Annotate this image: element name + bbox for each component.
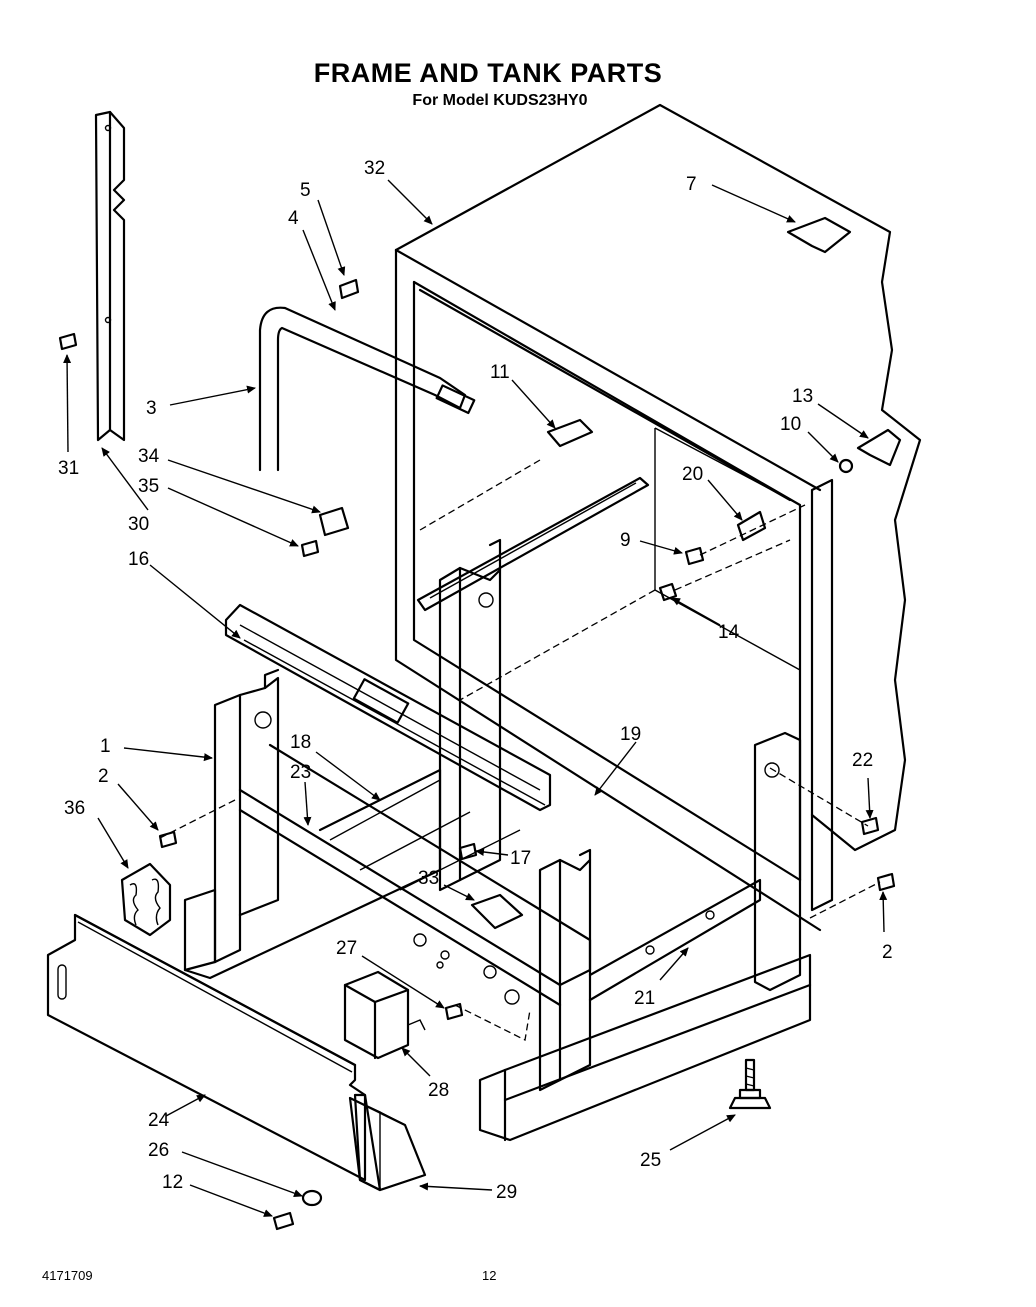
callout-30: 30 [128,514,149,535]
callout-3: 3 [146,398,157,419]
callout-18: 18 [290,732,311,753]
callout-10: 10 [780,414,801,435]
callout-22: 22 [852,750,873,771]
callout-16: 16 [128,549,149,570]
callout-2-right: 2 [882,942,893,963]
callout-28: 28 [428,1080,449,1101]
screw-31 [58,332,78,351]
tank [394,103,922,932]
side-strip [94,110,126,442]
bolt-9 [684,546,705,566]
callout-1: 1 [100,736,111,757]
callout-35: 35 [138,476,159,497]
screw-27 [444,1002,464,1021]
screw-17 [458,842,478,861]
callout-36: 36 [64,798,85,819]
top-rail [224,603,552,812]
screw-35 [300,539,320,558]
callout-11: 11 [490,362,510,383]
callout-25: 25 [640,1150,661,1171]
insulation-block-29 [348,1096,427,1192]
document-number: 4171709 [42,1268,93,1283]
base-frame [159,668,881,1142]
screw-5 [338,278,360,300]
callout-20: 20 [682,464,703,485]
callout-23: 23 [290,762,311,783]
callout-33: 33 [418,868,439,889]
callout-4: 4 [288,208,299,229]
door-seal-tube [258,306,467,472]
bracket-13 [856,428,902,467]
page-subtitle: For Model KUDS23HY0 [412,92,588,109]
washer-26 [301,1189,323,1207]
callout-24: 24 [148,1110,170,1131]
page-title: FRAME AND TANK PARTS [313,58,663,88]
callout-27: 27 [336,938,357,959]
upper-rail [416,476,650,612]
callout-34: 34 [138,446,160,467]
toe-panel-24 [46,913,382,1192]
insulator-33 [470,893,524,930]
callout-14: 14 [718,622,740,643]
screw-12 [272,1211,295,1231]
screw-14 [658,582,678,602]
callout-19: 19 [620,724,641,745]
page-number: 12 [482,1268,497,1283]
leader-lines [63,179,888,1217]
callout-5: 5 [300,180,311,201]
clip-7 [786,216,852,254]
screw-2-left [158,830,178,849]
callout-12: 12 [162,1172,183,1193]
callout-17: 17 [510,848,531,869]
spring-bracket-36 [120,862,172,937]
callout-13: 13 [792,386,813,407]
callout-labels: 1 2 2 3 4 5 7 9 10 11 12 13 14 16 17 18 … [58,158,893,1203]
callout-2-left: 2 [98,766,109,787]
box-28 [343,970,426,1060]
callout-26: 26 [148,1140,169,1161]
callout-7: 7 [686,174,697,195]
rear-frame [438,538,502,892]
nut-10 [838,458,854,474]
callout-29: 29 [496,1182,517,1203]
callout-32: 32 [364,158,385,179]
switch-34 [318,506,350,537]
callout-21: 21 [634,988,655,1009]
screw-22 [860,816,880,836]
callout-31: 31 [58,458,79,479]
callout-9: 9 [620,530,631,551]
screw-2-right [876,872,896,892]
bracket-11 [546,418,594,448]
leveling-foot-25 [728,1058,772,1110]
